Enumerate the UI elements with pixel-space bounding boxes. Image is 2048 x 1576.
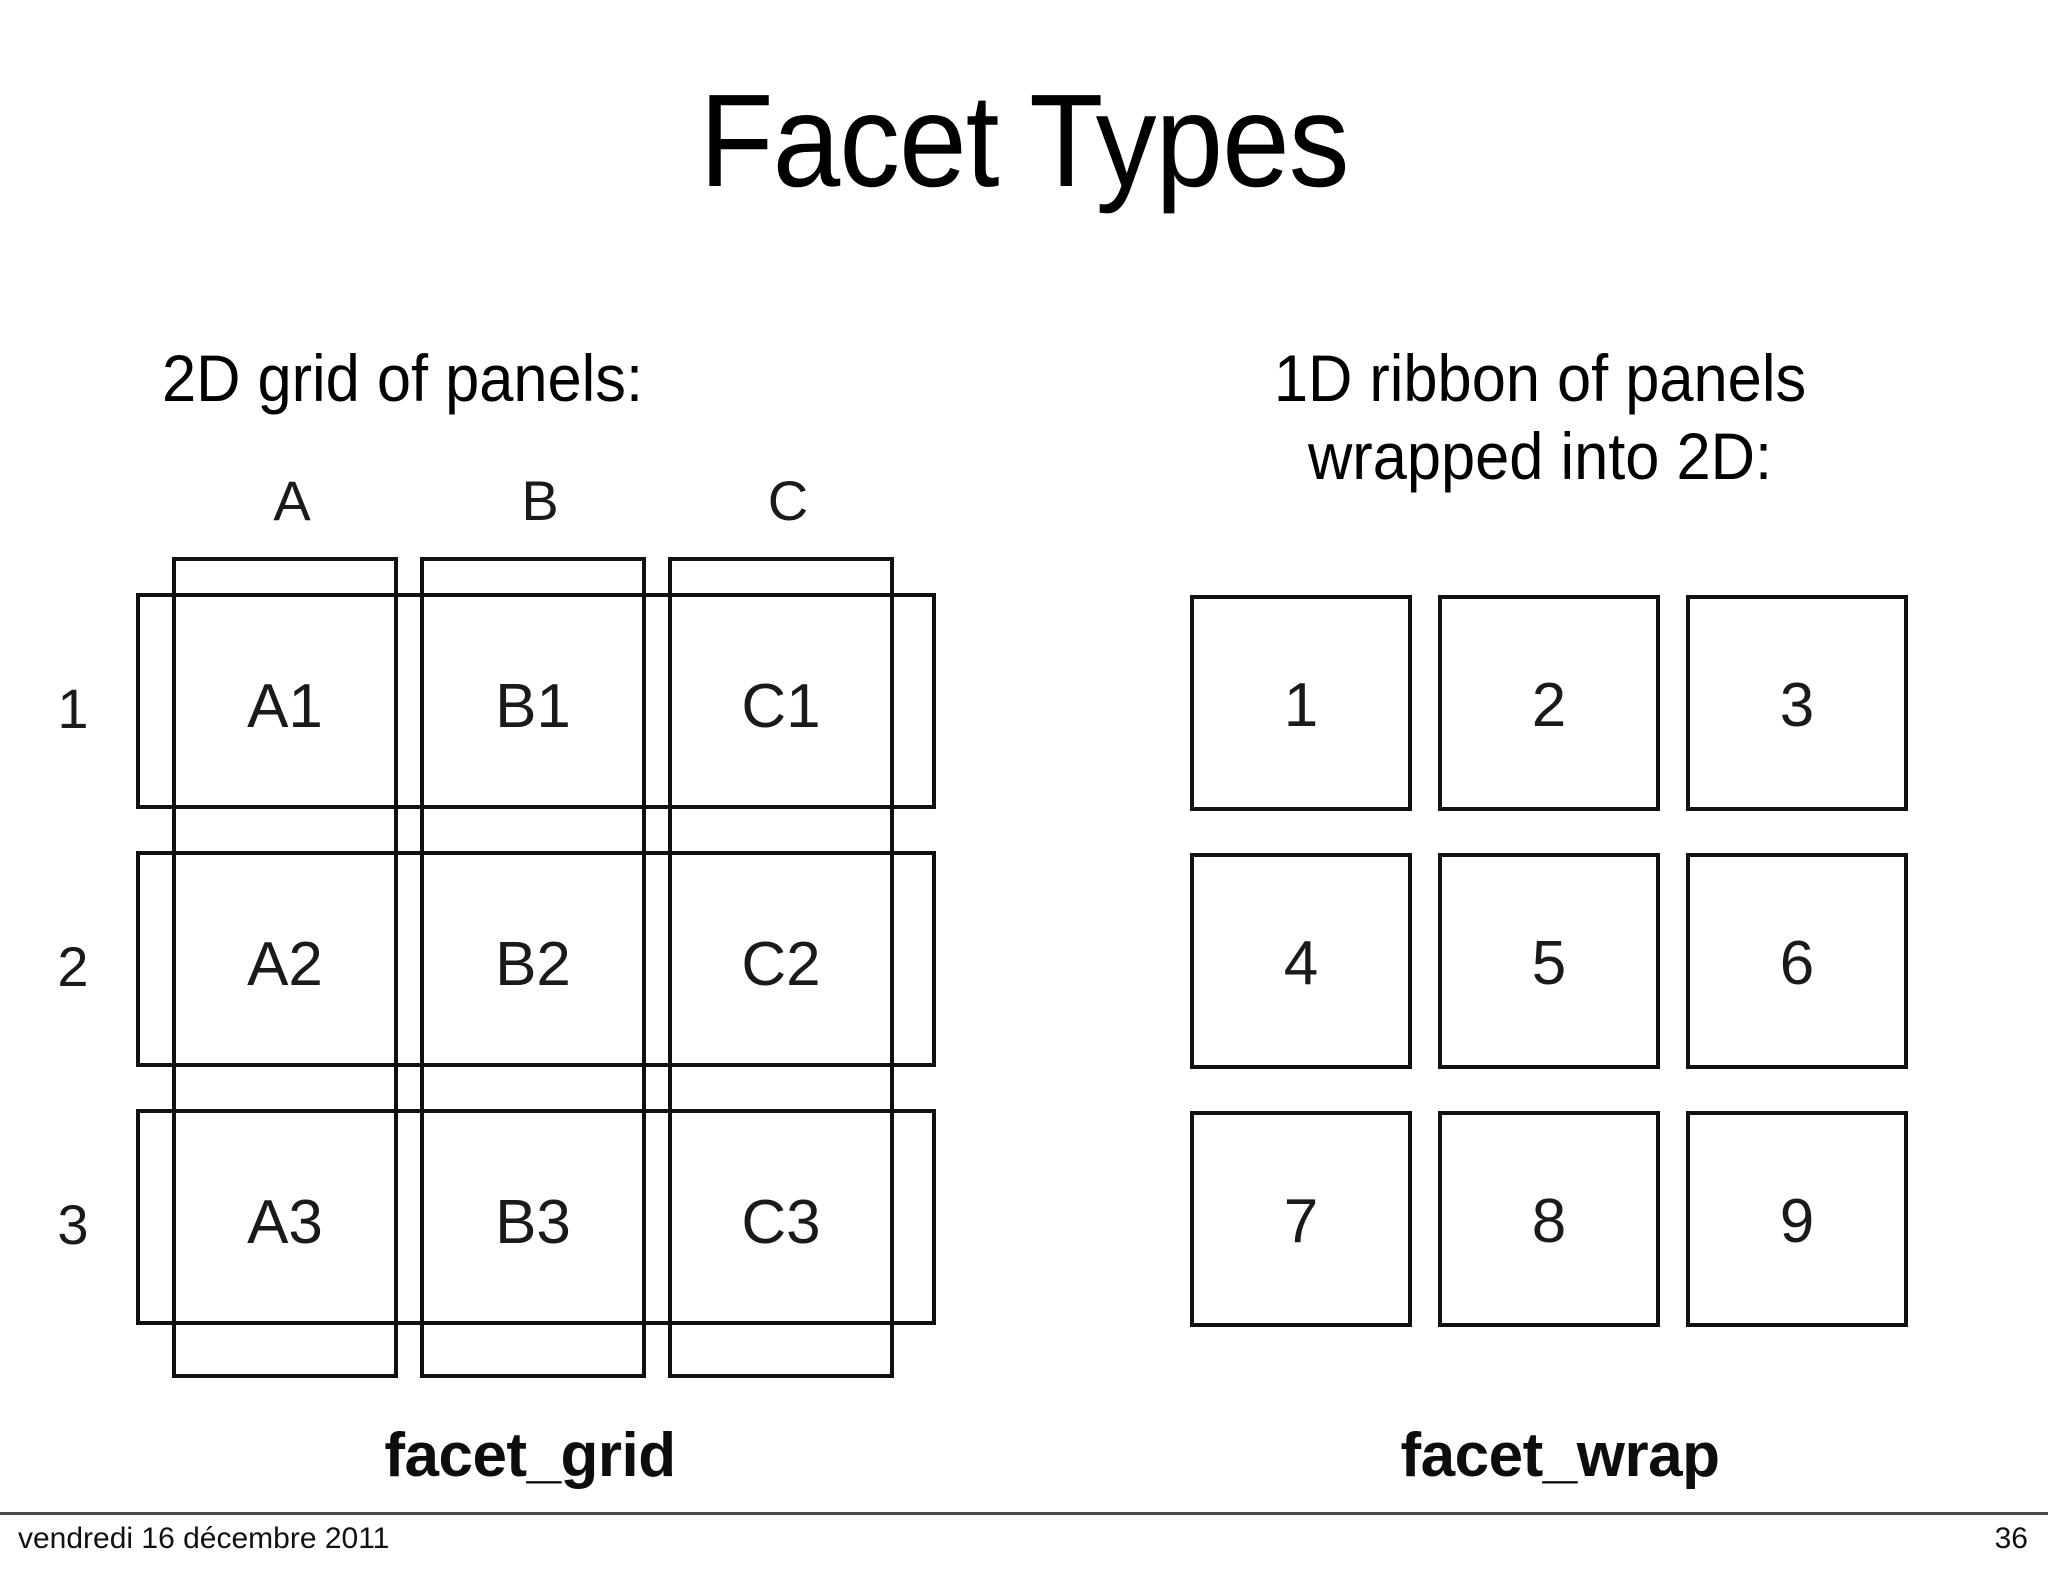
wrap-panel-7 (1190, 1111, 1412, 1327)
facet-wrap-caption: facet_wrap (1400, 1421, 1720, 1490)
wrap-panel-4 (1190, 853, 1412, 1069)
wrap-label-8: 8 (1531, 1187, 1567, 1256)
grid-cell-b3: B3 (495, 1188, 571, 1257)
wrap-panel-2 (1438, 595, 1660, 811)
wrap-label-6: 6 (1779, 929, 1815, 998)
column-header-c: C (767, 469, 809, 532)
wrap-label-2: 2 (1531, 671, 1567, 740)
wrap-label-7: 7 (1283, 1187, 1319, 1256)
grid-cell-c3: C3 (741, 1188, 821, 1257)
wrap-panel-3 (1686, 595, 1908, 811)
wrap-panel-6 (1686, 853, 1908, 1069)
column-header-b: B (521, 469, 559, 532)
grid-cell-a2: A2 (247, 930, 323, 999)
row-header-3: 3 (57, 1193, 89, 1256)
facet-grid-diagram: A B C 1 2 3 A1 B1 C1 A2 B2 C2 A3 B3 C3 (0, 0, 1020, 1460)
row-strip-2 (136, 851, 936, 1067)
page-title: Facet Types (699, 67, 1349, 214)
wrap-panel-1 (1190, 595, 1412, 811)
wrap-panel-8 (1438, 1111, 1660, 1327)
facet-wrap-diagram: 1 2 3 4 5 6 7 8 9 (1190, 595, 1930, 1355)
wrap-label-5: 5 (1531, 929, 1567, 998)
grid-cell-c1: C1 (741, 672, 821, 741)
footer-divider (0, 1512, 2048, 1515)
wrap-label-1: 1 (1283, 671, 1319, 740)
column-header-a: A (273, 469, 311, 532)
row-strip-3 (136, 1109, 936, 1325)
wrap-label-3: 3 (1779, 671, 1815, 740)
facet-grid-caption: facet_grid (384, 1421, 676, 1490)
wrap-panel-5 (1438, 853, 1660, 1069)
footer-date: vendredi 16 décembre 2011 (18, 1522, 390, 1555)
row-strip-1 (136, 593, 936, 809)
column-strip-c (668, 557, 894, 1378)
wrap-label-9: 9 (1779, 1187, 1815, 1256)
row-header-2: 2 (57, 935, 89, 998)
grid-cell-b1: B1 (495, 672, 571, 741)
right-heading-line-2: wrapped into 2D: (1307, 418, 1773, 493)
right-heading-line-1: 1D ribbon of panels (1273, 341, 1807, 415)
grid-cell-b2: B2 (495, 930, 571, 999)
column-strip-b (420, 557, 646, 1378)
grid-cell-c2: C2 (741, 930, 821, 999)
row-header-1: 1 (57, 677, 89, 740)
right-section-heading: 1D ribbon of panels wrapped into 2D: (1131, 340, 1949, 496)
footer-page-number: 36 (1994, 1522, 2028, 1555)
wrap-label-4: 4 (1283, 929, 1319, 998)
grid-cell-a3: A3 (247, 1188, 323, 1257)
left-section-heading: 2D grid of panels: (161, 341, 644, 415)
wrap-panel-9 (1686, 1111, 1908, 1327)
grid-cell-a1: A1 (247, 672, 323, 741)
column-strip-a (172, 557, 398, 1378)
